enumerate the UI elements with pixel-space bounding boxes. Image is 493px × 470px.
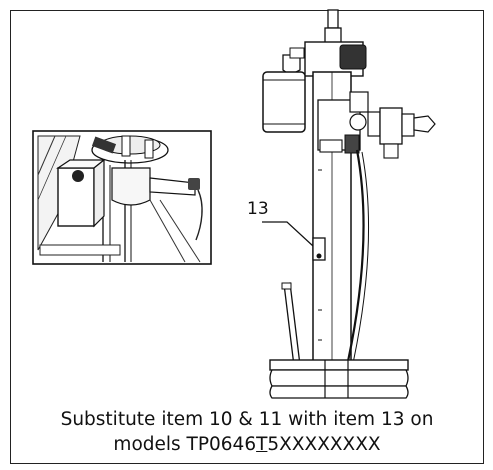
caption-model-suffix: 5XXXXXXXX (267, 434, 381, 455)
callout-label-13: 13 (247, 199, 269, 219)
caption-model-underlined-char: T (256, 434, 268, 455)
caption-line-2: models TP0646T5XXXXXXXX (10, 433, 484, 457)
caption-model-prefix: models TP0646 (113, 434, 257, 455)
detail-inset-photo (32, 130, 212, 265)
callout-leader-line (262, 221, 314, 247)
machine-drawing (262, 9, 436, 399)
caption-line-1: Substitute item 10 & 11 with item 13 on (60, 409, 434, 430)
